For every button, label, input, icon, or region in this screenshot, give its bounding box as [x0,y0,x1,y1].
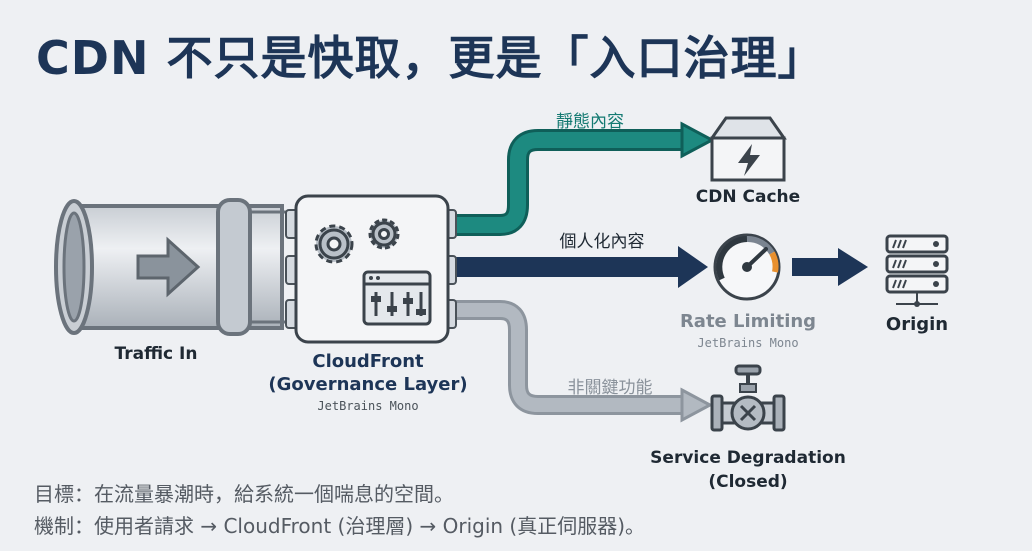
traffic-in-label: Traffic In [115,344,198,364]
cloudfront-font-note: JetBrains Mono [317,399,418,413]
static-arrow-head [680,121,716,159]
cloudfront-box [285,194,457,344]
origin-label: Origin [886,314,948,335]
cdn-cache-icon [709,116,787,182]
speedometer-icon [713,233,781,301]
cloudfront-label: CloudFront [312,351,424,372]
gear-small-icon [368,218,400,250]
server-icon [885,234,949,307]
personalized-arrow-head [678,246,708,288]
non-critical-arrow-head [680,387,714,423]
cdn-cache-label: CDN Cache [696,187,800,207]
service-degradation-label: Service Degradation [650,448,846,468]
static-content-label: 靜態內容 [556,112,624,132]
to-origin-arrow-head [838,248,868,286]
footer-mechanism: 機制：使用者請求 → CloudFront (治理層) → Origin (真正… [34,514,646,538]
rate-limiting-label: Rate Limiting [680,311,816,332]
personalized-path [452,257,682,277]
rate-limiting-font-note: JetBrains Mono [697,336,798,350]
non-critical-label: 非關鍵功能 [568,378,653,398]
valve-icon [710,364,786,432]
footer-goal: 目標：在流量暴潮時，給系統一個喘息的空間。 [34,482,454,506]
service-degradation-sublabel: (Closed) [708,472,787,492]
to-origin-path [792,258,842,276]
control-panel-icon [362,270,432,326]
arrow-right-icon [136,236,201,298]
gear-icon [314,224,354,264]
cloudfront-sublabel: (Governance Layer) [268,374,467,395]
traffic-pipe-icon [54,198,300,336]
static-content-path [452,129,688,236]
lightning-icon [738,144,760,176]
page-title: CDN 不只是快取，更是「入口治理」 [36,31,825,85]
personalized-label: 個人化內容 [560,232,645,252]
